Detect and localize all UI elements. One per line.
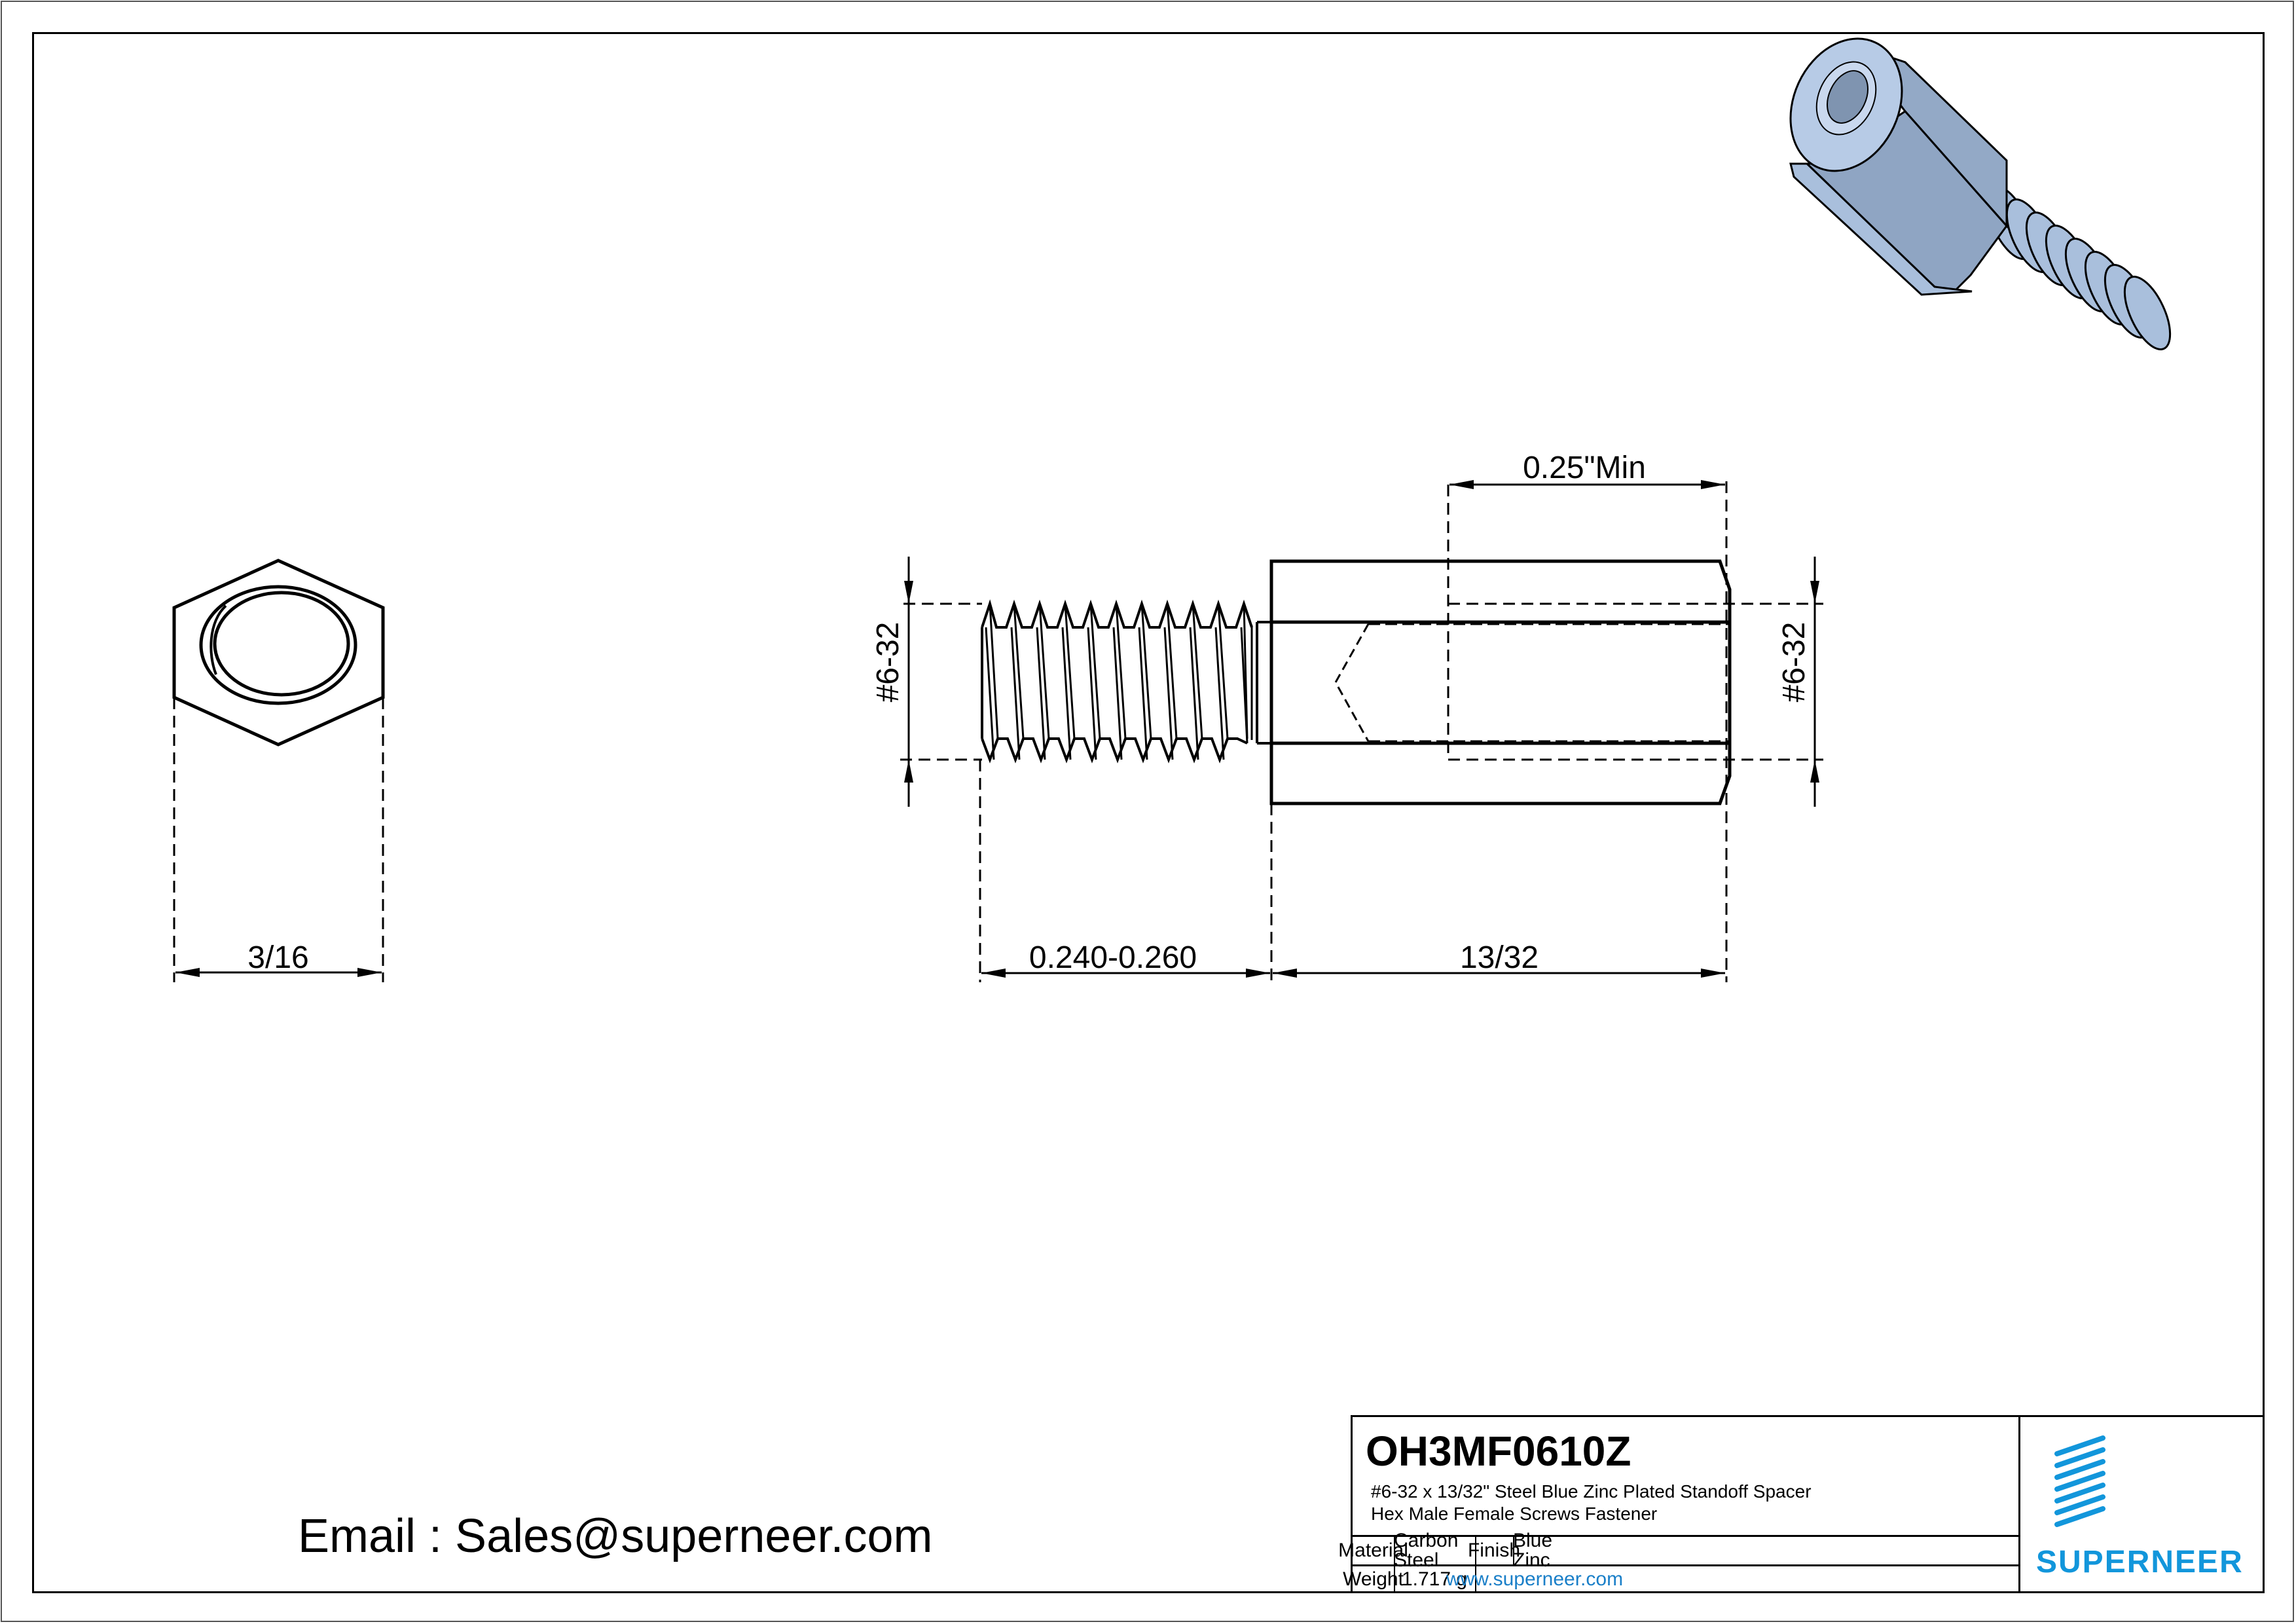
title-block-main: OH3MF0610Z #6-32 x 13/32" Steel Blue Zin… (1338, 1417, 2020, 1593)
hex-end-view (172, 559, 385, 982)
contact-email: Email : Sales@superneer.com (298, 1510, 933, 1562)
thread-depth-dimension: 0.25"Min (1523, 451, 1646, 485)
male-length-dimension: 0.240-0.260 (1029, 940, 1197, 975)
drawing-border (32, 32, 2265, 1593)
part-number: OH3MF0610Z (1366, 1428, 1631, 1475)
hex-width-dimension: 3/16 (247, 940, 308, 975)
material-label: Material (1338, 1540, 1408, 1561)
female-thread-dimension: #6-32 (1777, 622, 1812, 703)
properties-table: Material Carbon Steel Finish Blue Zinc W… (1338, 1530, 2018, 1593)
material-value: Carbon Steel (1394, 1530, 1459, 1571)
finish-value: Blue Zinc (1513, 1530, 1553, 1571)
description-line-1: #6-32 x 13/32" Steel Blue Zinc Plated St… (1371, 1481, 1812, 1502)
body-length-dimension: 13/32 (1460, 940, 1539, 975)
website-link[interactable]: www.superneer.com (1446, 1568, 1624, 1590)
male-thread-dimension: #6-32 (871, 622, 905, 703)
brand-name: SUPERNEER (2036, 1545, 2244, 1579)
title-block: OH3MF0610Z #6-32 x 13/32" Steel Blue Zin… (1338, 1415, 2264, 1593)
isometric-render-icon (1789, 37, 2172, 350)
finish-label: Finish (1467, 1540, 1521, 1561)
superneer-stripes-logo-icon (2054, 1435, 2105, 1527)
brand-logo: SUPERNEER (2020, 1417, 2264, 1593)
weight-label: Weight (1343, 1568, 1404, 1590)
description-line-2: Hex Male Female Screws Fastener (1371, 1504, 1658, 1524)
weight-value: 1.717 g (1401, 1568, 1468, 1590)
side-view (900, 480, 1823, 982)
